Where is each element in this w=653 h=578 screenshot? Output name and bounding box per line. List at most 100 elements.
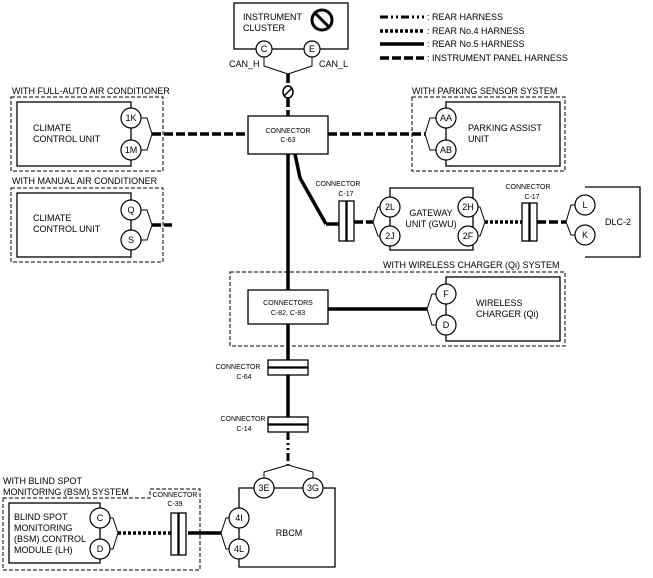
dlc-2: DLC-2 L K	[565, 186, 641, 258]
cluster-twist-lines	[263, 57, 313, 75]
pin-2h-label: 2H	[462, 202, 474, 212]
rbcm: RBCM 3E 3G 4I 4L	[220, 477, 336, 568]
pin-ab-label: AB	[440, 145, 452, 155]
instrument-cluster: INSTRUMENT CLUSTER C E CAN_H CAN_L	[229, 2, 349, 75]
climate-manual-line1: CLIMATE	[33, 213, 71, 223]
full-auto-ac-title: WITH FULL-AUTO AIR CONDITIONER	[12, 86, 170, 96]
connector-c14-top	[267, 416, 309, 425]
dlc-label: DLC-2	[605, 217, 631, 227]
bsm-title-line1: WITH BLIND SPOT	[3, 476, 83, 486]
connectors-c82-box	[247, 289, 329, 325]
full-auto-ac-group: WITH FULL-AUTO AIR CONDITIONER CLIMATE C…	[10, 86, 170, 172]
connector-c17b-left	[521, 202, 530, 242]
pin-aa-label: AA	[440, 113, 452, 123]
connectors-c82-line1: CONNECTORS	[263, 300, 313, 307]
twisted-pair-icon	[282, 74, 294, 116]
connector-c17a-line1: CONNECTOR	[316, 181, 361, 188]
manual-ac-title: WITH MANUAL AIR CONDITIONER	[12, 176, 158, 186]
bsm-group: WITH BLIND SPOT MONITORING (BSM) SYSTEM …	[2, 476, 201, 571]
bsm-line1: BLIND SPOT	[14, 512, 68, 522]
manual-ac-group: WITH MANUAL AIR CONDITIONER CLIMATE CONT…	[10, 176, 172, 263]
connector-c17a-right	[346, 200, 355, 242]
connector-c39-left	[170, 512, 179, 556]
connector-c39-line1: CONNECTOR	[153, 492, 198, 499]
connector-c14-line1: CONNECTOR	[221, 416, 266, 423]
pin-1k-label: 1K	[125, 113, 136, 123]
pin-2f-label: 2F	[463, 231, 474, 241]
climate-auto-join	[141, 117, 153, 151]
bsm-title-line2: MONITORING (BSM) SYSTEM	[3, 487, 129, 497]
gateway-line2: UNIT (GWU)	[405, 219, 456, 229]
wireless-charger-group: WITH WIRELESS CHARGER (Qi) SYSTEM CONNEC…	[229, 260, 566, 347]
connector-c17b-line1: CONNECTOR	[506, 184, 551, 191]
connector-c39-line2: C-39	[167, 501, 182, 508]
pin-1m-label: 1M	[125, 145, 138, 155]
can-l-label: CAN_L	[319, 59, 348, 69]
bsm-border	[2, 488, 201, 571]
pin-q-label: Q	[127, 205, 134, 215]
gateway-unit: GATEWAY UNIT (GWU) 2L 2J 2H 2F	[372, 187, 486, 251]
connector-c64-line2: C-64	[236, 374, 251, 381]
parking-assist-line2: UNIT	[468, 134, 489, 144]
legend-no4-label: : REAR No.4 HARNESS	[427, 26, 525, 36]
bsm-module-box	[8, 502, 101, 564]
pin-3g-circle	[302, 477, 324, 499]
pin-3g-label: 3G	[307, 483, 319, 493]
pin-bsm-c-label: C	[97, 513, 104, 523]
connector-c63-line2: C-63	[280, 137, 295, 144]
gateway-right-join	[478, 206, 486, 237]
pin-bsm-d-label: D	[97, 544, 104, 554]
pin-2l-label: 2L	[385, 202, 395, 212]
connector-c17a-left	[338, 200, 347, 242]
connector-c17a-line2: C-17	[338, 191, 353, 198]
climate-manual-join	[141, 209, 153, 241]
wireless-line1: WIRELESS	[476, 298, 523, 308]
wireless-line2: CHARGER (Qi)	[476, 309, 539, 319]
gateway-line1: GATEWAY	[409, 208, 452, 218]
pin-4l-label: 4L	[234, 544, 244, 554]
bsm-line3: (BSM) CONTROL	[14, 534, 86, 544]
legend-no5-label: : REAR No.5 HARNESS	[427, 39, 525, 49]
connector-c63-box	[247, 115, 329, 155]
pin-4i-label: 4I	[235, 513, 243, 523]
wire-c63-branch-b	[298, 177, 328, 225]
instrument-cluster-line1: INSTRUMENT	[243, 12, 302, 22]
connectors-c82-line2: C-82, C-83	[271, 310, 305, 317]
legend-rear-label: : REAR HARNESS	[427, 12, 503, 22]
can-h-label: CAN_H	[229, 59, 260, 69]
rbcm-left-join	[220, 517, 229, 550]
pin-2j-label: 2J	[385, 231, 395, 241]
connector-c39-right	[178, 512, 187, 556]
parking-sensor-title: WITH PARKING SENSOR SYSTEM	[412, 86, 557, 96]
legend: : REAR HARNESS : REAR No.4 HARNESS : REA…	[380, 12, 568, 63]
parking-join	[424, 117, 436, 151]
prohibited-icon	[310, 8, 334, 32]
dlc-box	[585, 186, 641, 258]
pin-f-label: F	[443, 289, 449, 299]
pin-s-label: S	[128, 235, 134, 245]
parking-assist-box	[445, 101, 561, 167]
rbcm-label: RBCM	[276, 528, 303, 538]
dlc-join	[565, 204, 575, 236]
wire-c63-branch-a	[293, 153, 302, 179]
bsm-line2: MONITORING	[14, 523, 72, 533]
climate-manual-box	[16, 192, 132, 258]
full-auto-ac-border	[10, 96, 164, 172]
connector-c17b-line2: C-17	[524, 194, 539, 201]
connector-c14-line2: C-14	[236, 426, 251, 433]
connector-c64-bottom	[267, 367, 309, 376]
connector-c64-line1: CONNECTOR	[216, 364, 261, 371]
pin-l-label: L	[582, 200, 587, 210]
legend-ip-label: : INSTRUMENT PANEL HARNESS	[427, 53, 568, 63]
climate-manual-line2: CONTROL UNIT	[33, 224, 101, 234]
wireless-join	[426, 293, 436, 326]
wireless-charger-border	[229, 271, 566, 347]
wireless-box	[445, 276, 561, 342]
pin-c-label: C	[261, 44, 268, 54]
parking-assist-line1: PARKING ASSIST	[468, 123, 542, 133]
instrument-cluster-line2: CLUSTER	[243, 23, 286, 33]
gateway-left-join	[372, 206, 380, 237]
pin-e-label: E	[309, 44, 315, 54]
climate-auto-box	[16, 101, 132, 167]
